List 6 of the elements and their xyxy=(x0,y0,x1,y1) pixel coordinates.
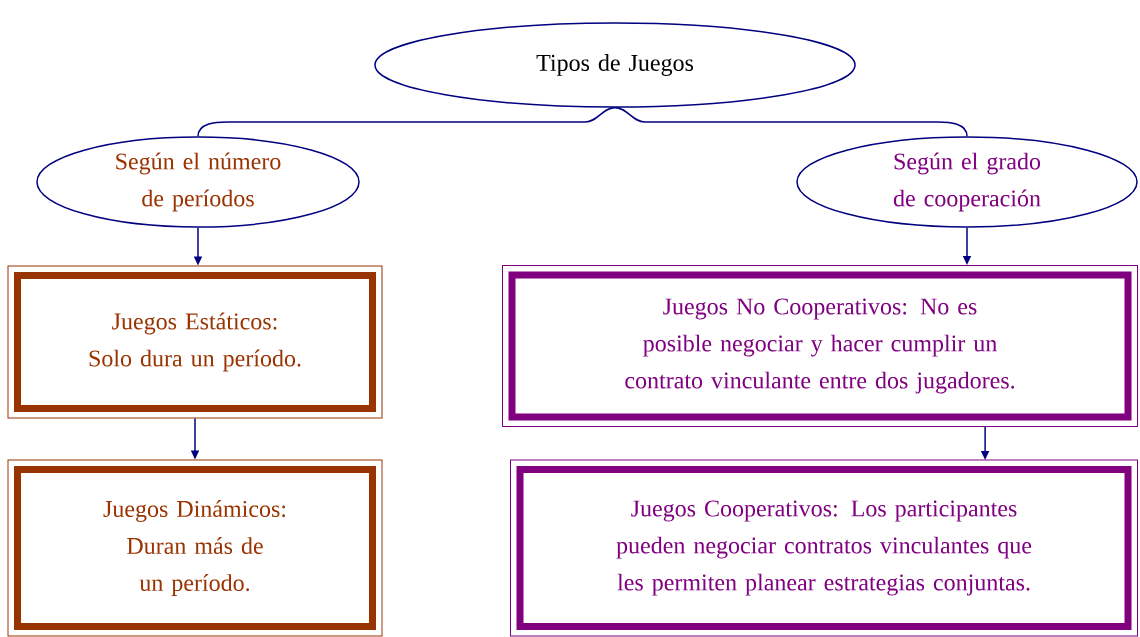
brace-connector xyxy=(197,107,616,137)
text-box: Juegos Cooperativos: Los participantes pueden negociar contratos vinculantes que les permiten planear estrategias conjuntas. xyxy=(510,459,1138,637)
text-box: Juegos Dinámicos: Duran más de un período. xyxy=(7,459,383,637)
brace-connector xyxy=(614,107,968,137)
text-box: Juegos No Cooperativos: No es posible negociar y hacer cumplir un contrato vinculante entre dos jugadores. xyxy=(502,265,1138,427)
text-box: Juegos Estáticos: Solo dura un período. xyxy=(7,265,383,419)
